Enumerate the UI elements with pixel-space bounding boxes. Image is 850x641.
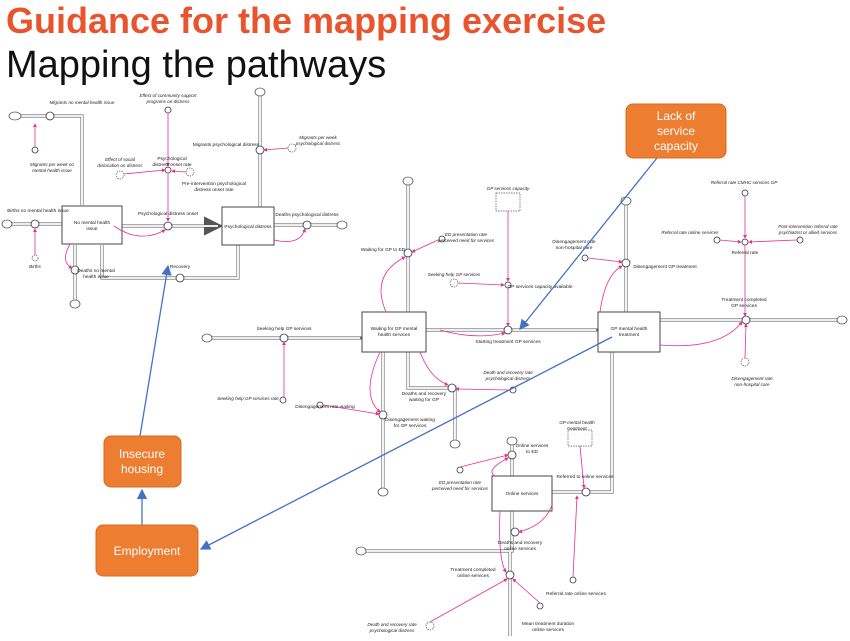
label-seeking-gp: Seeking help GP services xyxy=(428,272,481,277)
stock-online-services: Online services xyxy=(491,475,553,512)
label-births-no-mh: Births no mental health issue xyxy=(7,208,69,214)
label-disengagement-rate-nh-2: non-hospital care xyxy=(556,245,593,251)
causal-links xyxy=(33,113,798,623)
label-online-to-ed: Online services xyxy=(516,443,549,449)
label-seeking-gp-left: Seeking help GP services xyxy=(257,326,312,332)
label-treatment-completed-gp-2: GP services xyxy=(731,303,757,309)
label-gp-mh-treatment-aux: GP mental health xyxy=(559,420,595,425)
page-title: Guidance for the mapping exercise xyxy=(6,0,607,41)
label-death-recovery-rate-2: psychological distress xyxy=(485,376,531,381)
stock-waiting-gp: Waiting for GP mental health services xyxy=(361,311,427,353)
label-psych-onset: Psychological distress onset xyxy=(138,211,199,217)
callout-text: housing xyxy=(121,462,163,476)
label-migrants-per-week-2: mental health issue xyxy=(32,168,72,173)
label-ed-presentation: ED presentation rate xyxy=(445,232,488,237)
label-ed-presentation-2: perceived need for services xyxy=(437,238,495,243)
label-post-intervention-2: psychiatrist or allied services xyxy=(778,230,838,235)
label-treatment-completed-online-2: online services xyxy=(457,573,489,579)
label-deaths-psych: Deaths psychological distress xyxy=(275,212,339,218)
callout-lack-capacity: Lack of service capacity xyxy=(625,103,727,159)
label-ed-presentation2-2: perceived need for services xyxy=(431,486,489,491)
label-death-recovery-rate2-2: psychological distress xyxy=(369,628,415,633)
label-waiting-ed: Waiting for GP to ED xyxy=(361,247,406,253)
stock-label: issue xyxy=(86,226,98,232)
callout-text: Employment xyxy=(114,544,181,558)
label-seeking-gp-rate: Seeking help GP services rate xyxy=(217,396,279,401)
label-disengagement-waiting-2: for GP services xyxy=(394,423,427,429)
stock-label: treatment xyxy=(619,332,640,338)
label-death-recovery-rate2: Death and recovery rate xyxy=(367,622,417,627)
label-migrants-per-week-psych: Migrants per week xyxy=(299,135,337,140)
label-pre-intervention-2: distress onset rate xyxy=(194,187,234,193)
label-deaths-no-mh-2: health issue xyxy=(83,274,109,280)
label-capacity-available: GP services capacity available xyxy=(508,284,573,290)
label-disengagement-rate-waiting: Disengagement rate waiting xyxy=(295,404,355,410)
callout-text: service xyxy=(657,124,695,138)
label-ed-presentation2: ED presentation rate xyxy=(439,480,482,485)
label-disengagement-rate-nh2: Disengagement rate xyxy=(731,376,773,381)
label-referral-cmhc: Referral rate CMHC services GP xyxy=(711,180,779,185)
stock-label: health services xyxy=(378,332,411,338)
label-pre-intervention: Pre-intervention psychological xyxy=(182,181,246,187)
label-effect-community: Effect of community support xyxy=(140,93,198,98)
stock-psychological-distress: Psychological distress xyxy=(221,206,275,246)
label-deaths-recovery-online: Deaths and recovery xyxy=(498,540,543,546)
cloud-sources xyxy=(1,87,848,556)
label-gp-capacity: GP services capacity xyxy=(487,186,530,191)
label-migrants-per-week-psych-2: psychological distress xyxy=(295,141,341,146)
callout-insecure-housing: Insecure housing xyxy=(103,435,182,488)
callout-text: capacity xyxy=(654,139,698,153)
auxiliary-variables xyxy=(31,106,804,631)
label-referral-online: Referral rate online services xyxy=(661,230,719,235)
label-gp-mh-treatment-aux-2: treatment xyxy=(567,426,587,431)
label-mean-duration: Mean treatment duration xyxy=(522,621,575,627)
callout-text: Insecure xyxy=(119,447,165,461)
callout-text: Lack of xyxy=(657,109,696,123)
label-disengagement-waiting: Disengagement waiting xyxy=(385,417,435,423)
label-referral-rate-online: Referral rate online services xyxy=(546,591,606,597)
label-disengagement-rate-nh: Disengagement rate xyxy=(552,239,596,245)
label-treatment-completed-online: Treatment completed xyxy=(450,567,495,573)
label-deaths-recovery-waiting-2: waiting for GP xyxy=(409,397,439,403)
label-migrants-no-mh: Migrants no mental health issue xyxy=(50,100,115,105)
stock-label: Waiting for GP mental xyxy=(371,326,418,332)
label-effect-social: Effect of social xyxy=(105,157,136,162)
label-births: Births xyxy=(29,264,41,269)
stock-no-mental-health-issue: No mental health issue xyxy=(61,205,123,245)
label-deaths-recovery-online-2: online services xyxy=(504,546,536,552)
label-starting-treatment: Starting treatment GP services xyxy=(475,339,541,345)
label-effect-social-2: dislocation on distress xyxy=(97,163,143,168)
label-disengagement-rate-nh2-2: non-hospital care xyxy=(734,382,770,387)
label-treatment-completed-gp: Treatment completed xyxy=(721,297,766,303)
label-disengagement-gp: Disengagement GP treatment xyxy=(633,264,697,270)
stock-label: Psychological distress xyxy=(224,224,272,230)
label-migrants-per-week: Migrants per week no xyxy=(30,162,74,167)
label-deaths-no-mh: Deaths no mental xyxy=(77,268,115,274)
label-migrants-psych: Migrants psychological distress xyxy=(193,142,260,148)
label-referral-rate: Referral rate xyxy=(732,250,759,256)
label-post-intervention: Post-intervention referral rate xyxy=(778,224,838,229)
label-recovery: Recovery xyxy=(170,264,191,270)
callout-employment: Employment xyxy=(95,524,199,577)
stock-gp-mental-health-treatment: GP mental health treatment xyxy=(597,311,661,353)
label-referred-online: Referred to online services xyxy=(556,474,614,480)
label-deaths-recovery-waiting: Deaths and recovery xyxy=(402,391,447,397)
label-psych-onset-rate-2: distress onset rate xyxy=(152,162,192,168)
stock-label: GP mental health xyxy=(611,326,648,332)
stock-label: Online services xyxy=(506,491,539,497)
label-mean-duration-2: online services xyxy=(532,627,564,633)
label-online-to-ed-2: to ED xyxy=(526,449,539,455)
page-subtitle: Mapping the pathways xyxy=(6,44,387,86)
diagram-labels: Migrants no mental health issue Migrants… xyxy=(7,93,838,633)
stock-label: No mental health xyxy=(74,220,111,226)
label-effect-community-2: programs on distress xyxy=(146,99,191,104)
blue-arrows xyxy=(136,157,658,550)
label-death-recovery-rate: Death and recovery rate xyxy=(483,370,533,375)
label-psych-onset-rate: Psychological xyxy=(157,156,186,162)
